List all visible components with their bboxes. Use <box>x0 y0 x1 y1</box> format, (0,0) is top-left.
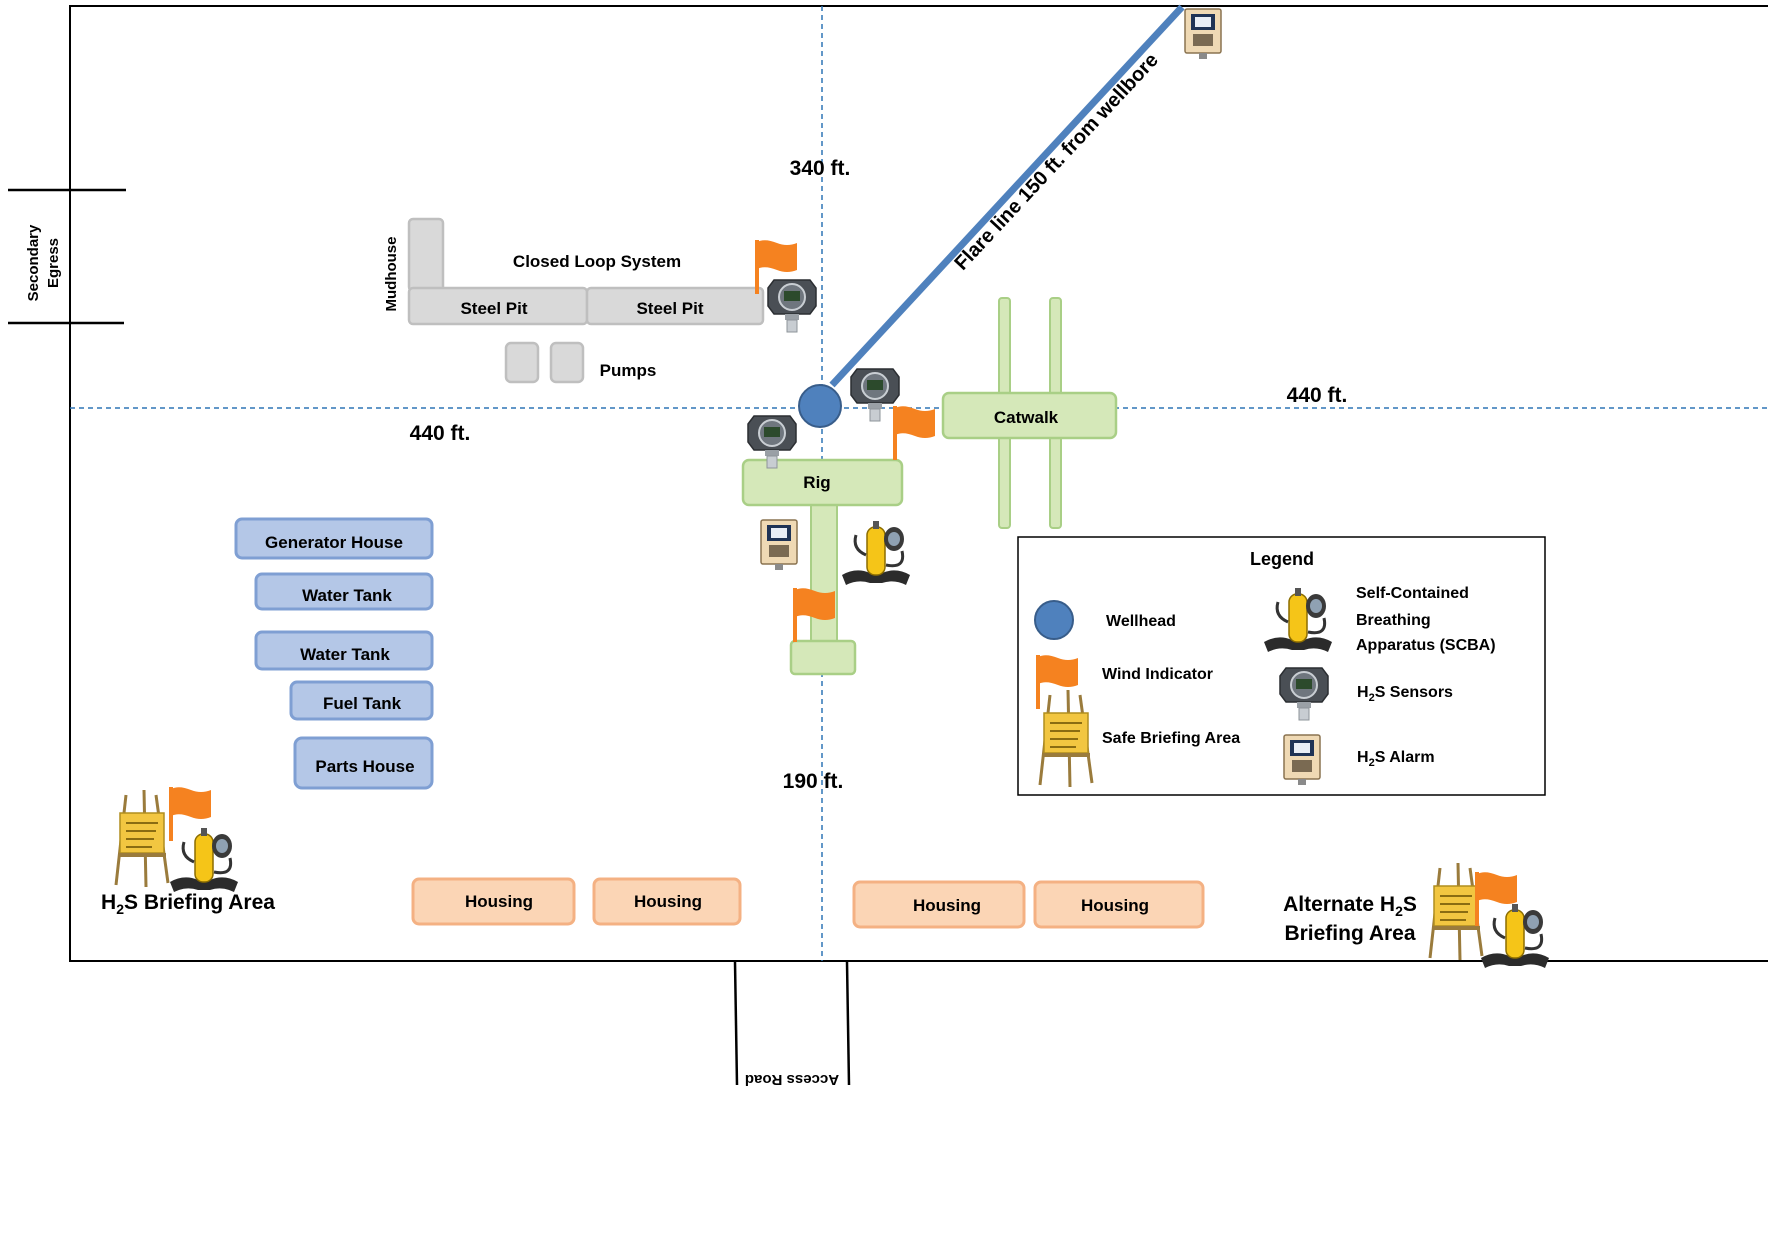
legend-wellhead-icon <box>1034 600 1074 640</box>
mudhouse-label: Mudhouse <box>383 237 400 312</box>
site-boundary <box>69 5 1768 962</box>
steel-pit-2-label: Steel Pit <box>636 299 703 318</box>
legend-scba-label-2: Breathing <box>1356 612 1431 629</box>
secondary-egress: Secondary Egress <box>8 188 126 325</box>
water-tank-2-label: Water Tank <box>300 645 390 664</box>
flag-icon <box>893 404 937 462</box>
water-tank-1-label: Water Tank <box>302 586 392 605</box>
secondary-egress-label-2: Egress <box>45 238 62 288</box>
parts-house-label: Parts House <box>315 757 414 776</box>
housing-1-label: Housing <box>465 892 533 911</box>
legend-h2s-alarm-label: H2S Alarm <box>1357 749 1435 769</box>
water-tank-2: Water Tank <box>254 630 434 671</box>
distance-south: 190 ft. <box>783 770 844 793</box>
distance-west: 440 ft. <box>410 422 471 445</box>
housing-1: Housing <box>411 877 576 926</box>
easel-icon <box>1428 861 1484 962</box>
distance-north: 340 ft. <box>790 157 851 180</box>
access-road-label: Access Road <box>745 1071 839 1088</box>
generator-house-label: Generator House <box>265 533 403 552</box>
wellhead <box>798 384 842 428</box>
alarm-icon <box>1184 8 1222 60</box>
steel-pit-1-label: Steel Pit <box>460 299 527 318</box>
legend: Legend Wellhead Wind Indicator Safe Brie… <box>1017 536 1546 796</box>
legend-h2s-sensors-label: H2S Sensors <box>1357 684 1453 704</box>
flare-line <box>829 4 1185 388</box>
mudhouse: Mudhouse <box>383 217 445 312</box>
legend-wellhead-label: Wellhead <box>1106 613 1176 630</box>
generator-house: Generator House <box>234 517 434 560</box>
closed-loop-system-label: Closed Loop System <box>513 252 681 271</box>
water-tank-1: Water Tank <box>254 572 434 611</box>
fuel-tank: Fuel Tank <box>289 680 434 721</box>
housing-3: Housing <box>852 880 1026 929</box>
catwalk: Catwalk <box>941 297 1118 529</box>
alternate-briefing-area-label-1: Alternate H2S <box>1283 893 1417 919</box>
housing-3-label: Housing <box>913 896 981 915</box>
housing-4-label: Housing <box>1081 896 1149 915</box>
distance-east: 440 ft. <box>1287 384 1348 407</box>
scba-icon <box>168 826 240 894</box>
steel-pit-1: Steel Pit <box>407 286 589 326</box>
steel-pit-2: Steel Pit <box>585 286 765 326</box>
pumps: Pumps <box>504 341 657 384</box>
legend-safe-briefing-area-label: Safe Briefing Area <box>1102 730 1240 747</box>
housing-2-label: Housing <box>634 892 702 911</box>
fuel-tank-label: Fuel Tank <box>323 694 402 713</box>
alarm-icon <box>760 519 798 571</box>
scba-icon <box>840 519 912 587</box>
legend-scba-label-1: Self-Contained <box>1356 585 1469 602</box>
parts-house: Parts House <box>293 736 434 790</box>
sensor-icon <box>850 368 900 422</box>
legend-scba-label-3: Apparatus (SCBA) <box>1356 637 1496 654</box>
legend-title: Legend <box>1250 549 1314 569</box>
legend-wind-indicator-label: Wind Indicator <box>1102 666 1213 683</box>
catwalk-label: Catwalk <box>994 408 1059 427</box>
legend-alarm-icon <box>1283 734 1321 786</box>
housing-2: Housing <box>592 877 742 926</box>
briefing-area-label: H2S Briefing Area <box>101 891 275 917</box>
pumps-label: Pumps <box>600 361 657 380</box>
easel-icon <box>114 788 170 889</box>
scba-icon <box>1479 902 1551 970</box>
access-road: Access Road <box>733 961 851 1088</box>
alternate-briefing-area-label-2: Briefing Area <box>1284 922 1415 945</box>
flare-line-label: Flare line 150 ft. from wellbore <box>950 49 1162 275</box>
secondary-egress-label-1: Secondary <box>25 224 42 301</box>
housing-4: Housing <box>1033 880 1205 929</box>
sensor-icon <box>767 279 817 333</box>
rig-label: Rig <box>803 473 830 492</box>
